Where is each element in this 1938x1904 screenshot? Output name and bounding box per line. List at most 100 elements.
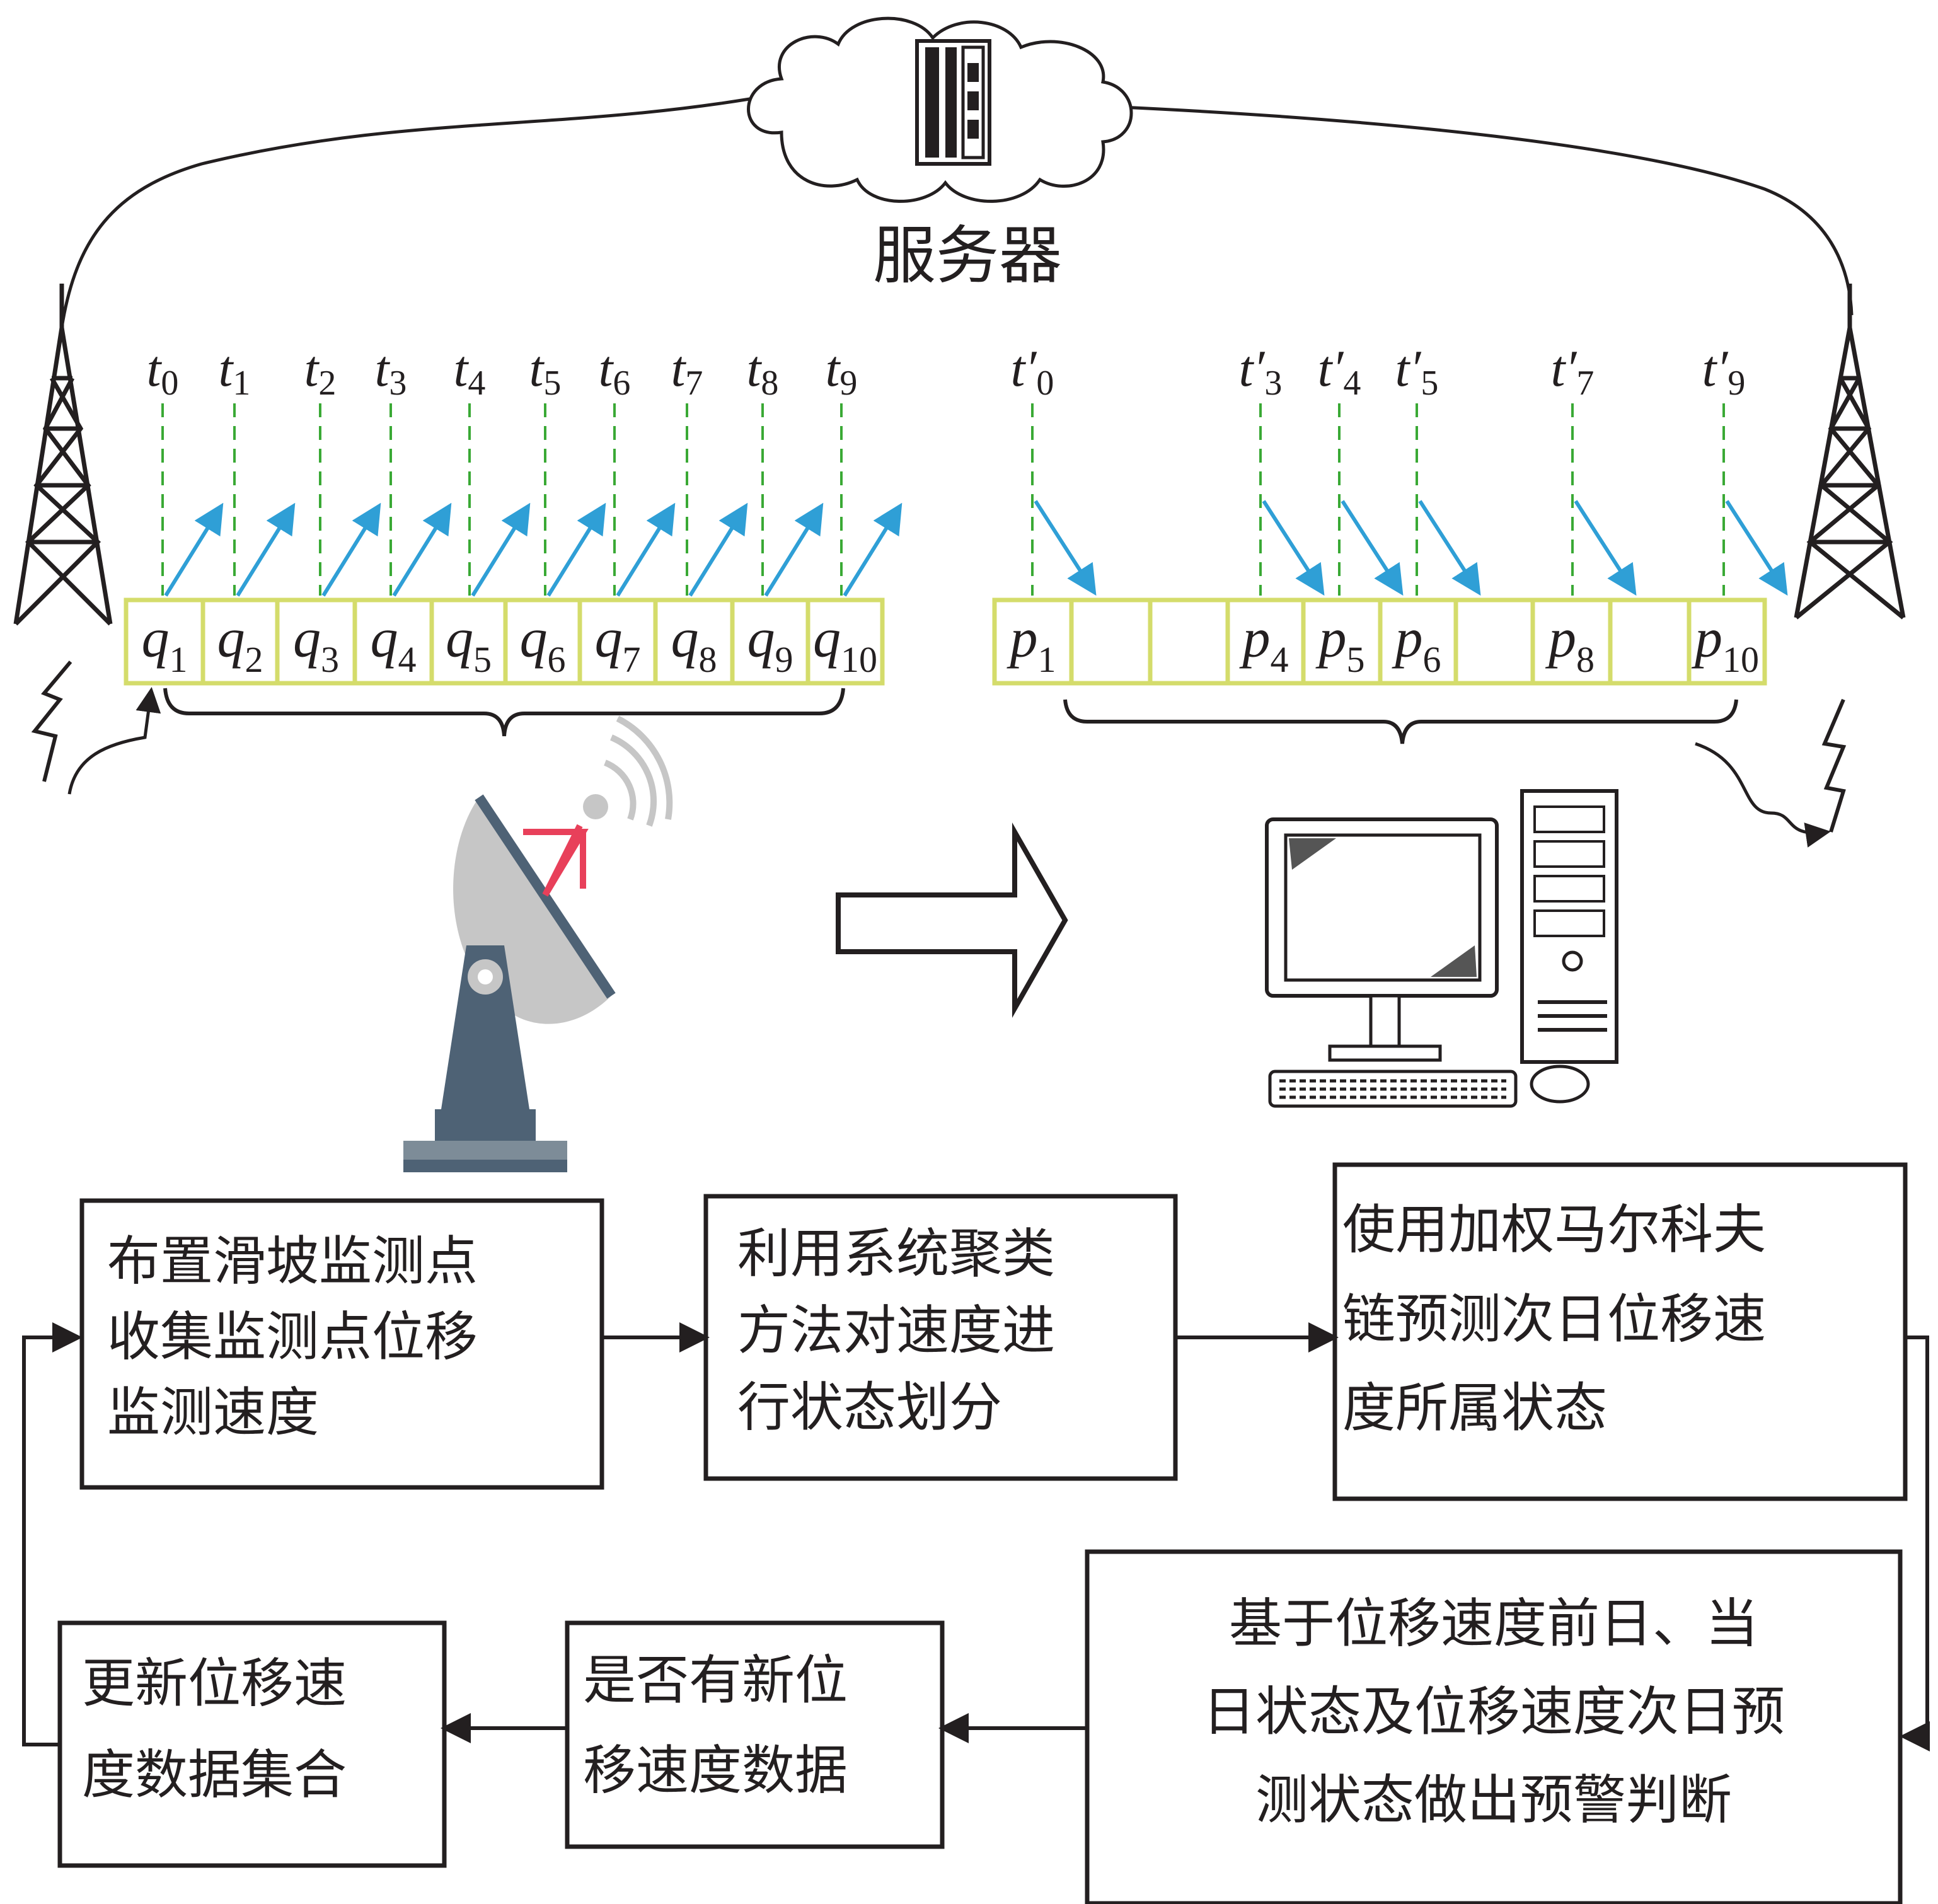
network-arc-left [60,93,776,328]
upload-arrow-8 [764,502,824,597]
left-time-label-7: t7 [671,340,703,403]
left-time-label-0: t0 [147,340,179,403]
p-cell-2 [1148,597,1230,686]
download-arrow-4 [1574,500,1637,596]
flowchart: 布置滑坡监测点收集监测点位移监测速度利用系统聚类方法对速度进行状态划分使用加权马… [57,1162,1908,1904]
download-arrow-1 [1262,500,1325,596]
server-label: 服务器 [873,219,1062,292]
p-cell-7: p8 [1530,597,1613,686]
update-box-line-0: 更新位移速 [82,1653,347,1714]
right-tower-icon [1794,284,1906,620]
deploy-box-line-1: 收集监测点位移 [107,1306,478,1368]
p-cell-1 [1069,597,1153,686]
right-downlink-curve [1695,742,1831,848]
right-time-label-0: t′0 [1011,340,1054,403]
left-lightning-icon [31,661,72,782]
p-cell-label-4: p5 [1315,608,1365,680]
right-time-label-5: t′9 [1702,340,1746,403]
data-transfer-arrows [164,500,1788,597]
upload-arrow-1 [236,502,296,597]
left-uplink-curve [67,687,161,795]
upload-arrow-0 [164,502,224,597]
q-cell-0: q1 [124,597,205,686]
deploy-box-line-0: 布置滑坡监测点 [107,1230,478,1292]
upload-arrow-2 [321,502,381,597]
right-time-label-4: t′7 [1551,340,1595,403]
download-arrow-3 [1418,500,1481,596]
q-cell-1: q2 [200,597,280,686]
q-cell-label-9: q10 [813,608,877,680]
q-cell-2: q3 [275,597,357,686]
p-cell-label-5: p6 [1392,608,1441,680]
q-cell-8: q9 [730,597,810,686]
right-time-label-2: t′4 [1318,340,1361,403]
right-time-label-3: t′5 [1395,340,1439,403]
p-cell-4: p5 [1301,597,1383,686]
right-lightning-icon [1821,698,1847,833]
q-cell-6: q7 [577,597,658,686]
check-box-line-1: 移速度数据 [583,1740,848,1801]
q-cell-label-5: q6 [520,608,566,680]
left-time-label-1: t1 [219,340,251,403]
q-cell-label-3: q4 [371,608,417,680]
left-time-label-9: t9 [826,340,858,403]
p-cell-label-9: p10 [1691,608,1759,680]
download-arrow-0 [1034,500,1097,596]
cluster-box-line-1: 方法对速度进 [737,1300,1055,1361]
p-cell-3: p4 [1225,597,1306,686]
upload-arrow-6 [616,502,676,597]
q-cell-label-0: q1 [142,608,188,680]
velocity-cells-right: p1 p4 p5 p6 p8 p10 [992,597,1767,686]
q-cell-label-4: q5 [446,608,492,680]
warning-box-line-2: 测状态做出预警判断 [1255,1769,1732,1831]
network-arc-right [1121,105,1854,316]
flow-connectors [22,1322,1930,1751]
cluster-box-line-2: 行状态划分 [737,1376,1002,1438]
q-cell-7: q8 [653,597,735,686]
p-cell-6 [1453,597,1535,686]
p-cell-0: p1 [992,597,1074,686]
check-box-line-0: 是否有新位 [583,1649,848,1711]
brace-right [1063,699,1738,744]
upload-arrow-3 [392,502,452,597]
server-icon [915,39,991,166]
left-time-label-8: t8 [747,340,779,403]
q-cell-label-8: q9 [747,608,793,680]
time-dashed-lines [161,403,1725,596]
warning-box-line-1: 日状态及位移速度次日预 [1203,1681,1785,1743]
left-tower-icon [13,284,113,626]
left-time-label-4: t4 [454,340,486,403]
time-labels-right: t′0 t′3 t′4 t′5 t′7 t′9 [1011,340,1746,403]
brace-left [163,688,845,737]
p-cell-5: p6 [1378,597,1458,686]
download-arrow-5 [1725,500,1788,596]
big-right-arrow-icon [836,822,1068,1018]
q-cell-9: q10 [805,597,885,686]
p-cell-8 [1608,597,1692,686]
upload-arrow-7 [688,502,748,597]
right-time-label-1: t′3 [1239,340,1283,403]
cluster-box-line-0: 利用系统聚类 [737,1223,1055,1284]
p-cell-label-3: p4 [1239,608,1289,680]
q-cell-label-6: q7 [595,608,641,680]
left-time-label-2: t2 [304,340,337,403]
update-box-line-1: 度数据集合 [82,1744,347,1806]
satellite-dish-icon [403,715,673,1172]
p-cell-9: p10 [1687,597,1767,686]
q-cell-label-1: q2 [217,608,263,680]
markov-box-line-0: 使用加权马尔科夫 [1342,1199,1766,1261]
computer-icon [1265,789,1618,1108]
q-cell-label-7: q8 [671,608,717,680]
p-cell-label-7: p8 [1545,608,1595,680]
download-arrow-2 [1341,500,1404,596]
markov-box-line-1: 链预测次日位移速 [1342,1288,1766,1350]
q-cell-3: q4 [352,597,434,686]
